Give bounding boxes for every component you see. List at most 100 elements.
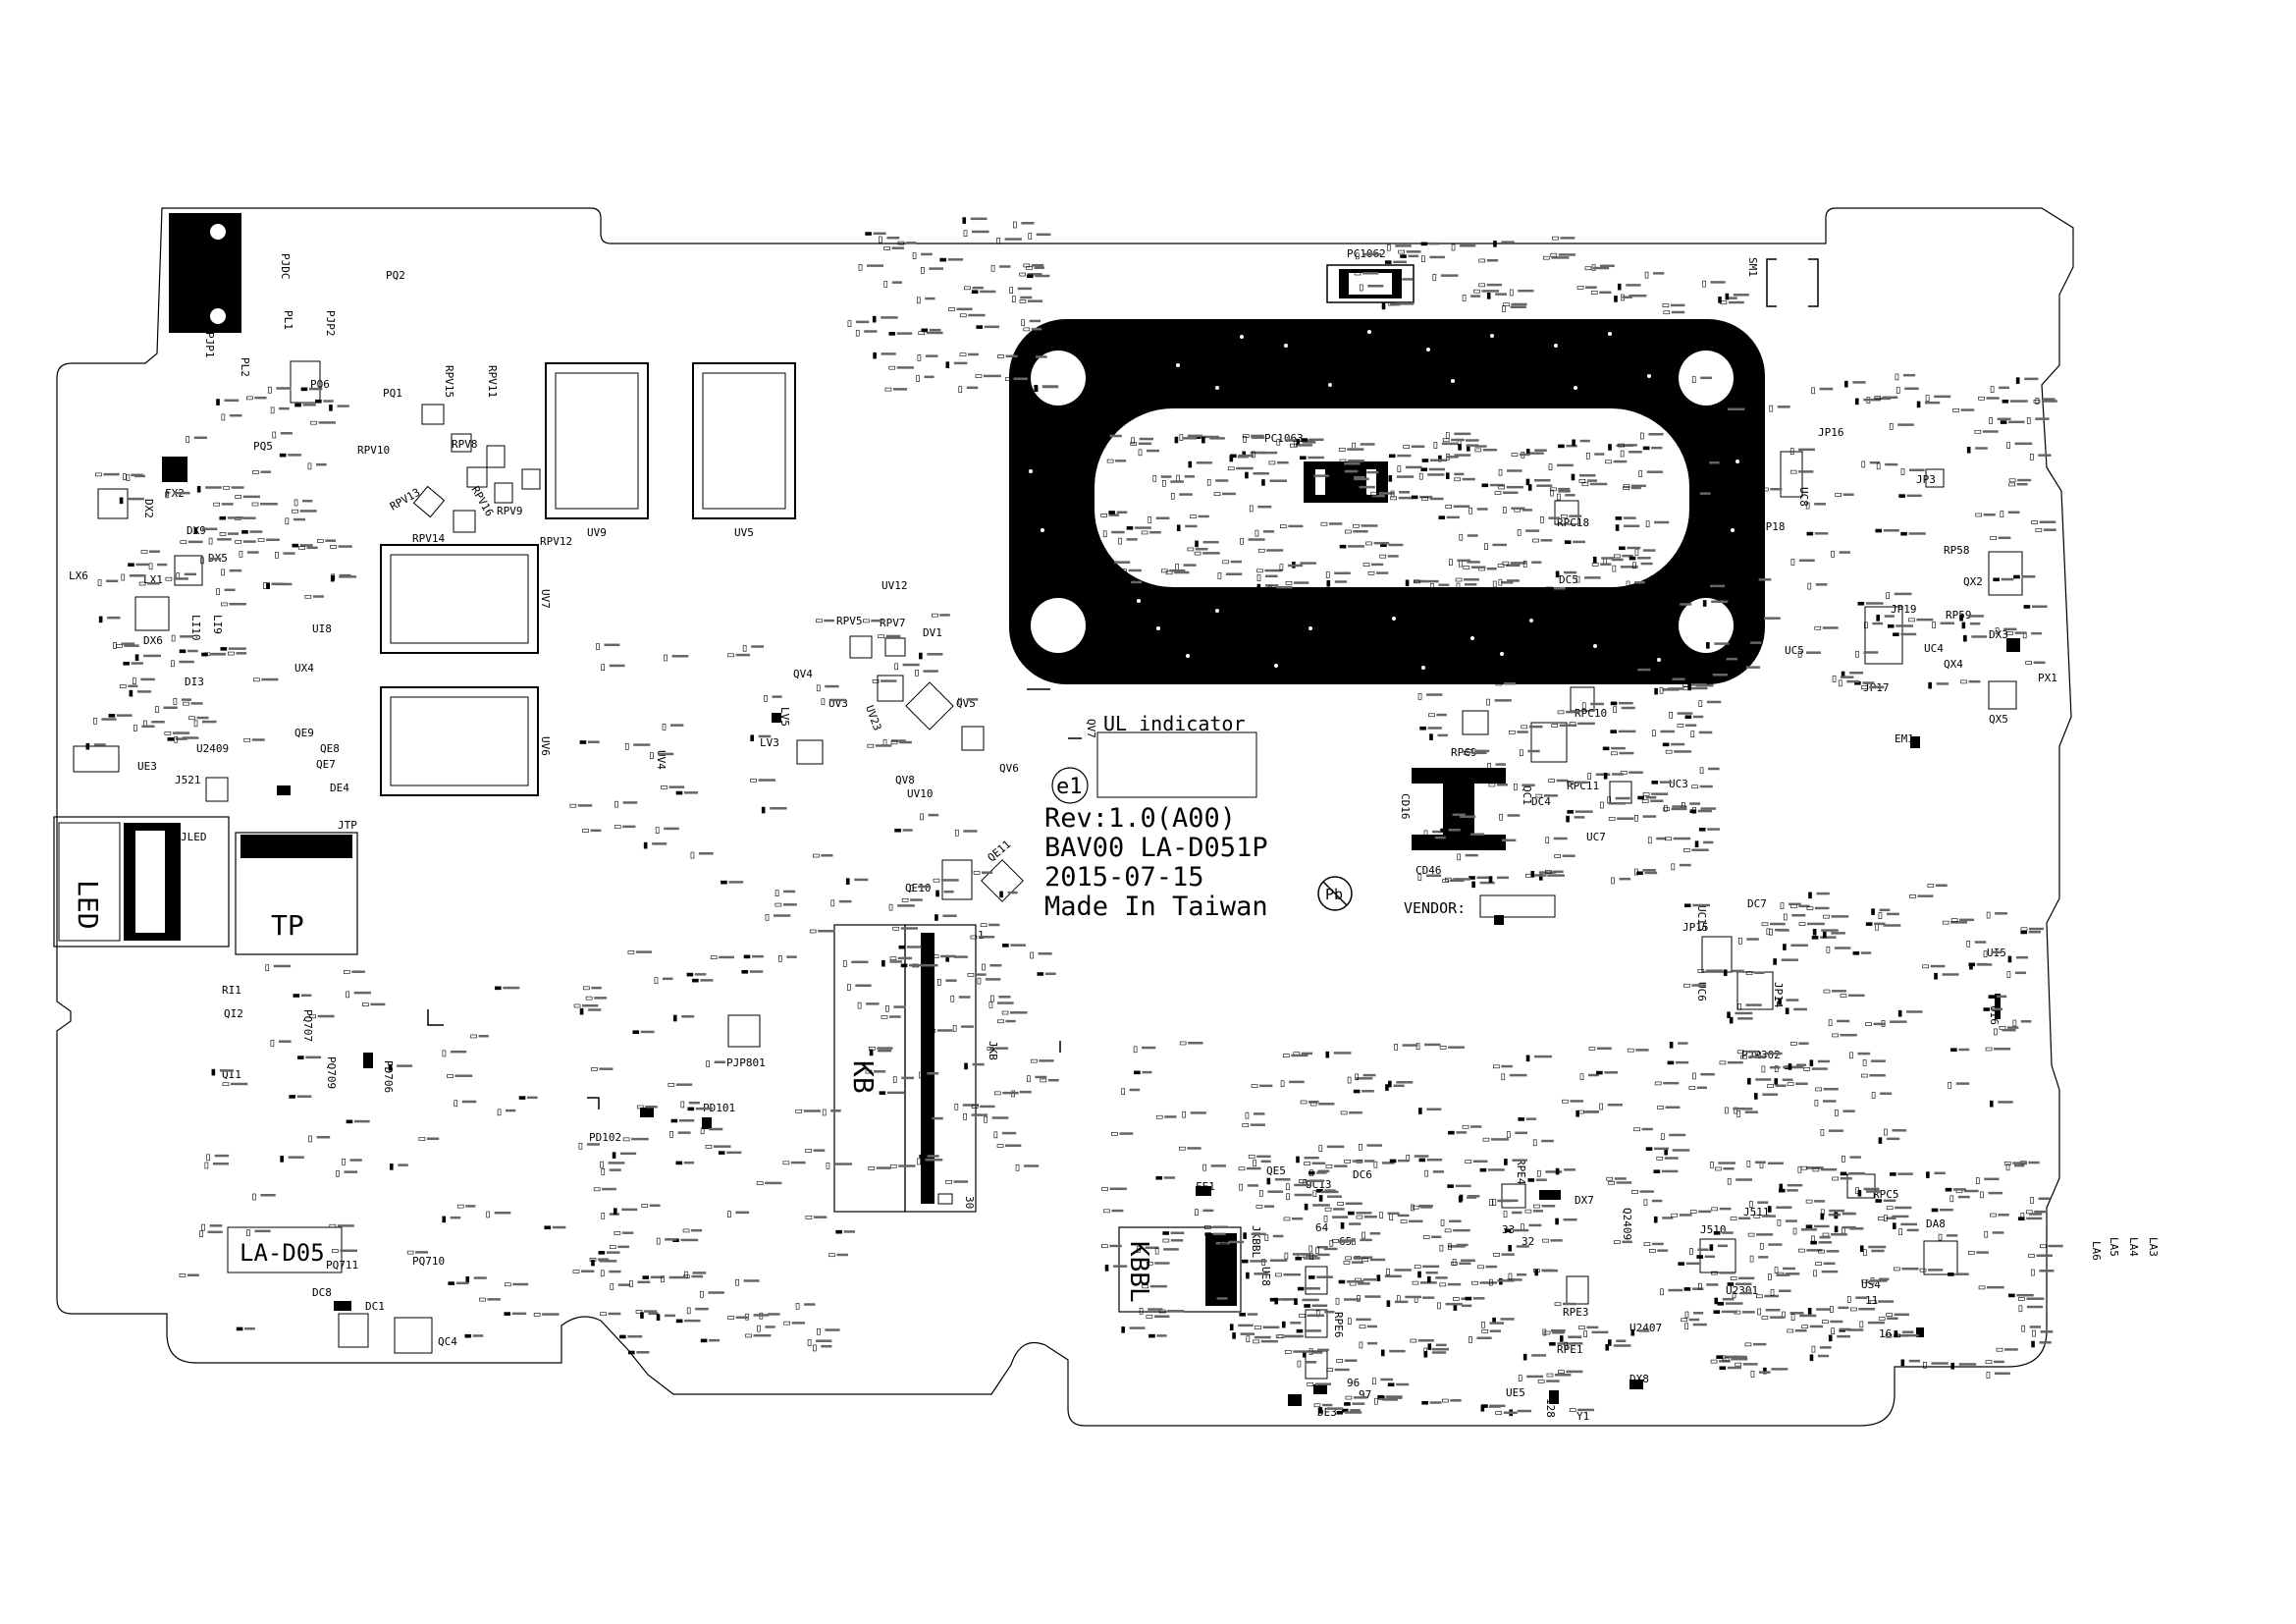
- passive-component: [1354, 271, 1379, 276]
- passive-component: [1662, 742, 1685, 747]
- passive-component: [921, 267, 944, 274]
- passive-component: [1757, 1308, 1781, 1316]
- passive-component: [211, 1068, 234, 1076]
- passive-component: [632, 1030, 655, 1034]
- passive-component: [1305, 474, 1330, 481]
- passive-component: [222, 1082, 248, 1087]
- passive-component: [1440, 1219, 1462, 1226]
- passive-component: [1787, 1082, 1808, 1086]
- passive-component: [1720, 300, 1744, 305]
- refdes-pjp2: PJP2: [324, 310, 337, 337]
- passive-component: [1835, 1110, 1855, 1116]
- passive-component: [1121, 1088, 1141, 1096]
- passive-component: [1932, 622, 1954, 628]
- passive-component: [1230, 454, 1254, 459]
- passive-component: [1741, 641, 1762, 645]
- passive-component: [93, 718, 117, 725]
- passive-component: [843, 960, 869, 967]
- passive-component: [1571, 473, 1596, 481]
- passive-component: [1148, 1333, 1167, 1338]
- passive-component: [1809, 1059, 1831, 1067]
- passive-component: [220, 647, 246, 651]
- passive-component: [1520, 749, 1540, 757]
- passive-component: [1195, 540, 1219, 548]
- passive-component: [1126, 526, 1151, 530]
- passive-component: [1623, 486, 1641, 491]
- passive-component: [2040, 1244, 2063, 1249]
- passive-component: [1294, 1298, 1319, 1305]
- passive-component: [959, 352, 979, 357]
- passive-component: [1458, 1196, 1477, 1203]
- passive-component: [1815, 1262, 1836, 1266]
- passive-component: [1015, 1164, 1040, 1171]
- refdes-qi2: QI2: [224, 1007, 243, 1020]
- passive-component: [1309, 1102, 1335, 1107]
- passive-component: [939, 257, 964, 262]
- passive-component: [1669, 1041, 1688, 1049]
- passive-component: [1545, 870, 1564, 874]
- passive-component: [346, 1119, 370, 1124]
- passive-component: [270, 1040, 292, 1047]
- passive-component: [1736, 1110, 1758, 1117]
- passive-component: [1518, 1375, 1544, 1381]
- passive-component: [294, 403, 316, 407]
- passive-component: [1120, 568, 1142, 573]
- passive-component: [865, 1069, 886, 1074]
- passive-component: [1640, 432, 1664, 440]
- refdes-qv8: QV8: [895, 774, 915, 786]
- passive-component: [600, 1270, 621, 1277]
- passive-component: [892, 926, 918, 931]
- passive-component: [329, 1223, 354, 1228]
- passive-component: [1522, 1353, 1547, 1361]
- refdes-97: 97: [1359, 1388, 1371, 1401]
- passive-component: [1508, 1272, 1527, 1280]
- refdes-rpv9: RPV9: [497, 505, 523, 517]
- passive-component: [1729, 1016, 1753, 1024]
- passive-component: [945, 1179, 969, 1184]
- passive-component: [1617, 283, 1641, 291]
- passive-component: [2008, 482, 2028, 487]
- refdes-u2301: U2301: [1726, 1284, 1758, 1297]
- passive-component: [1502, 561, 1526, 566]
- passive-component: [1503, 1211, 1522, 1218]
- passive-component: [1340, 1110, 1362, 1115]
- passive-component: [1155, 1175, 1176, 1180]
- passive-component: [1243, 1232, 1266, 1239]
- passive-component: [1445, 505, 1470, 509]
- passive-component: [1412, 1205, 1432, 1210]
- passive-components-layer: [85, 217, 2063, 1417]
- refdes-j510: J510: [1700, 1223, 1727, 1236]
- passive-component: [464, 1333, 484, 1338]
- passive-component: [1678, 1262, 1700, 1266]
- passive-component: [1963, 634, 1988, 642]
- refdes-rpv12: RPV12: [540, 535, 572, 548]
- passive-component: [1108, 511, 1128, 514]
- passive-component: [1818, 1249, 1840, 1254]
- rotated-packages: [412, 485, 1024, 902]
- vendor-box: [1479, 894, 1556, 918]
- passive-component: [1130, 442, 1152, 446]
- passive-component: [1683, 903, 1710, 908]
- passive-component: [1922, 964, 1946, 969]
- passive-component: [1763, 1367, 1789, 1375]
- passive-component: [1227, 466, 1254, 471]
- passive-component: [700, 1338, 721, 1343]
- passive-component: [1419, 726, 1442, 731]
- passive-component: [1187, 547, 1208, 552]
- passive-component: [1567, 810, 1593, 814]
- passive-component: [1206, 478, 1229, 486]
- passive-component: [1122, 580, 1143, 584]
- refdes-dx3: DX3: [1989, 628, 2008, 641]
- passive-component: [1633, 1127, 1653, 1132]
- passive-component: [1545, 586, 1566, 591]
- passive-component: [310, 420, 336, 425]
- passive-component: [1692, 1072, 1715, 1080]
- passive-component: [1532, 538, 1553, 543]
- passive-component: [1527, 1178, 1547, 1182]
- passive-component: [1865, 1022, 1886, 1026]
- refdes-dx8: DX8: [1629, 1373, 1649, 1385]
- passive-component: [809, 929, 835, 934]
- passive-component: [1980, 1191, 2003, 1199]
- passive-component: [917, 354, 938, 361]
- passive-component: [252, 1193, 276, 1201]
